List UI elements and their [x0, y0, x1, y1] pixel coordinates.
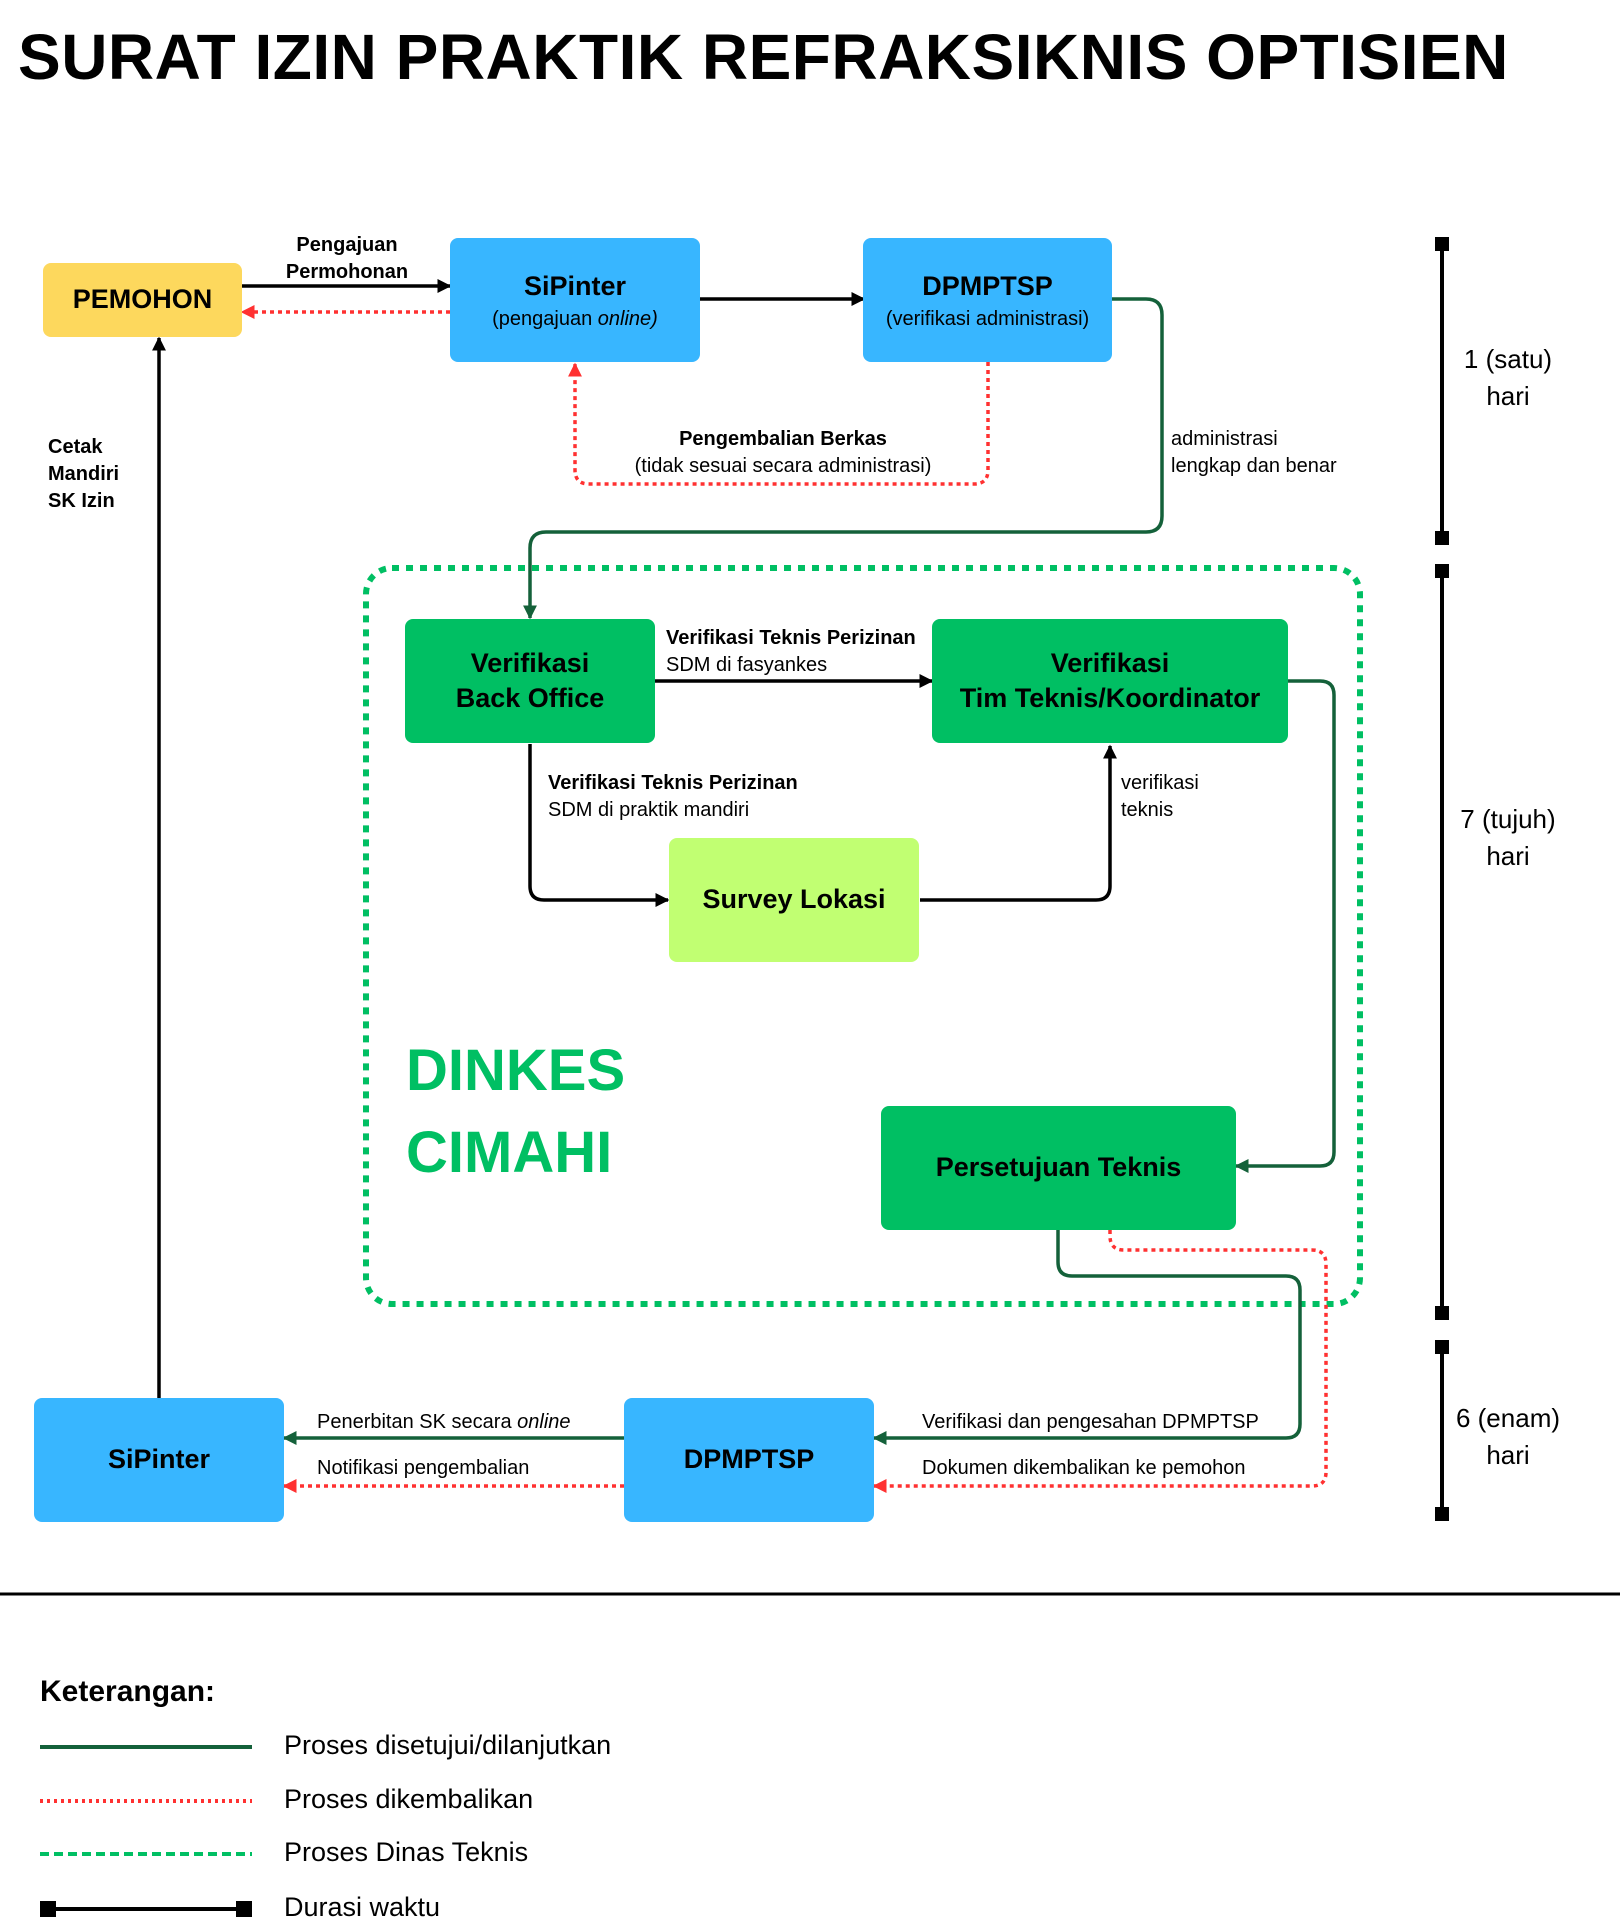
duration-label-2: 7 (tujuh) hari — [1460, 804, 1556, 871]
legend-label-dotted: Proses dikembalikan — [284, 1784, 534, 1814]
edge-label-notifikasi: Notifikasi pengembalian — [317, 1457, 530, 1479]
arrow-verifikasi-pengesahan — [872, 1230, 1302, 1445]
arrow-pengembalian-berkas — [568, 362, 990, 486]
edge-label-dokumen-dikembalikan: Dokumen dikembalikan ke pemohon — [922, 1457, 1246, 1479]
group-label-dinkes-cimahi: DINKES CIMAHI — [406, 1038, 626, 1185]
arrow-administrasi — [523, 297, 1164, 620]
node-tim-teknis-line1: Verifikasi — [1050, 647, 1170, 678]
arrow-tim-persetujuan — [1234, 679, 1336, 1173]
node-back-office: Verifikasi Back Office — [405, 619, 655, 743]
node-pemohon-label: PEMOHON — [72, 284, 213, 315]
arrow-dokumen-dikembalikan — [872, 1230, 1328, 1493]
edge-label-pengembalian-berkas: Pengembalian Berkas (tidak sesuai secara… — [634, 428, 932, 477]
node-sipinter-bottom-label: SiPinter — [107, 1444, 211, 1475]
node-sipinter-online-label: SiPinter — [523, 270, 627, 301]
edge-label-cetak: Cetak Mandiri SK Izin — [48, 436, 120, 512]
node-persetujuan-teknis: Persetujuan Teknis — [881, 1106, 1236, 1230]
edge-label-administrasi: administrasi lengkap dan benar — [1171, 428, 1337, 477]
edge-label-penerbitan: Penerbitan SK secara online — [317, 1411, 571, 1433]
page-title: SURAT IZIN PRAKTIK REFRAKSIKNIS OPTISIEN — [18, 21, 1509, 93]
legend-label-dashed: Proses Dinas Teknis — [284, 1837, 529, 1867]
arrow-verifikasi-teknis — [920, 744, 1117, 902]
node-dpmptsp-bottom-label: DPMPTSP — [683, 1444, 815, 1475]
edge-label-vt-mandiri: Verifikasi Teknis Perizinan SDM di prakt… — [548, 772, 798, 821]
legend-title: Keterangan: — [40, 1675, 216, 1708]
node-dpmptsp-admin: DPMPTSP (verifikasi administrasi) — [863, 238, 1112, 362]
legend-label-endpoints: Durasi waktu — [284, 1892, 441, 1922]
node-tim-teknis-line2: Tim Teknis/Koordinator — [959, 683, 1261, 713]
legend-label-solid: Proses disetujui/dilanjutkan — [284, 1730, 612, 1760]
node-survey-lokasi: Survey Lokasi — [669, 838, 919, 962]
legend-swatch-endpoints — [40, 1901, 252, 1917]
edge-label-pengajuan: Pengajuan Permohonan — [285, 234, 409, 283]
duration-bar-2 — [1435, 564, 1449, 1320]
node-back-office-line1: Verifikasi — [470, 647, 590, 678]
node-sipinter-bottom: SiPinter — [34, 1398, 284, 1522]
node-sipinter-online: SiPinter (pengajuan online) — [450, 238, 700, 362]
node-back-office-line2: Back Office — [455, 683, 605, 713]
node-survey-lokasi-label: Survey Lokasi — [702, 884, 886, 915]
node-tim-teknis: Verifikasi Tim Teknis/Koordinator — [932, 619, 1288, 743]
node-pemohon: PEMOHON — [43, 263, 242, 337]
node-dpmptsp-bottom: DPMPTSP — [624, 1398, 874, 1522]
arrow-vt-mandiri — [528, 744, 670, 907]
duration-label-1: 1 (satu) hari — [1463, 344, 1553, 411]
edge-label-vt-fasyankes: Verifikasi Teknis Perizinan SDM di fasya… — [666, 627, 916, 676]
duration-bar-3 — [1435, 1340, 1449, 1521]
node-sipinter-online-sub: (pengajuan online) — [492, 308, 658, 331]
edge-label-verifikasi-pengesahan: Verifikasi dan pengesahan DPMPTSP — [922, 1411, 1259, 1433]
node-dpmptsp-admin-label: DPMPTSP — [922, 270, 1053, 301]
duration-label-3: 6 (enam) hari — [1455, 1403, 1561, 1470]
node-persetujuan-teknis-label: Persetujuan Teknis — [935, 1152, 1182, 1183]
node-dpmptsp-admin-sub: (verifikasi administrasi) — [885, 308, 1090, 331]
edge-label-verifikasi-teknis: verifikasi teknis — [1121, 772, 1199, 821]
duration-bar-1 — [1435, 237, 1449, 545]
